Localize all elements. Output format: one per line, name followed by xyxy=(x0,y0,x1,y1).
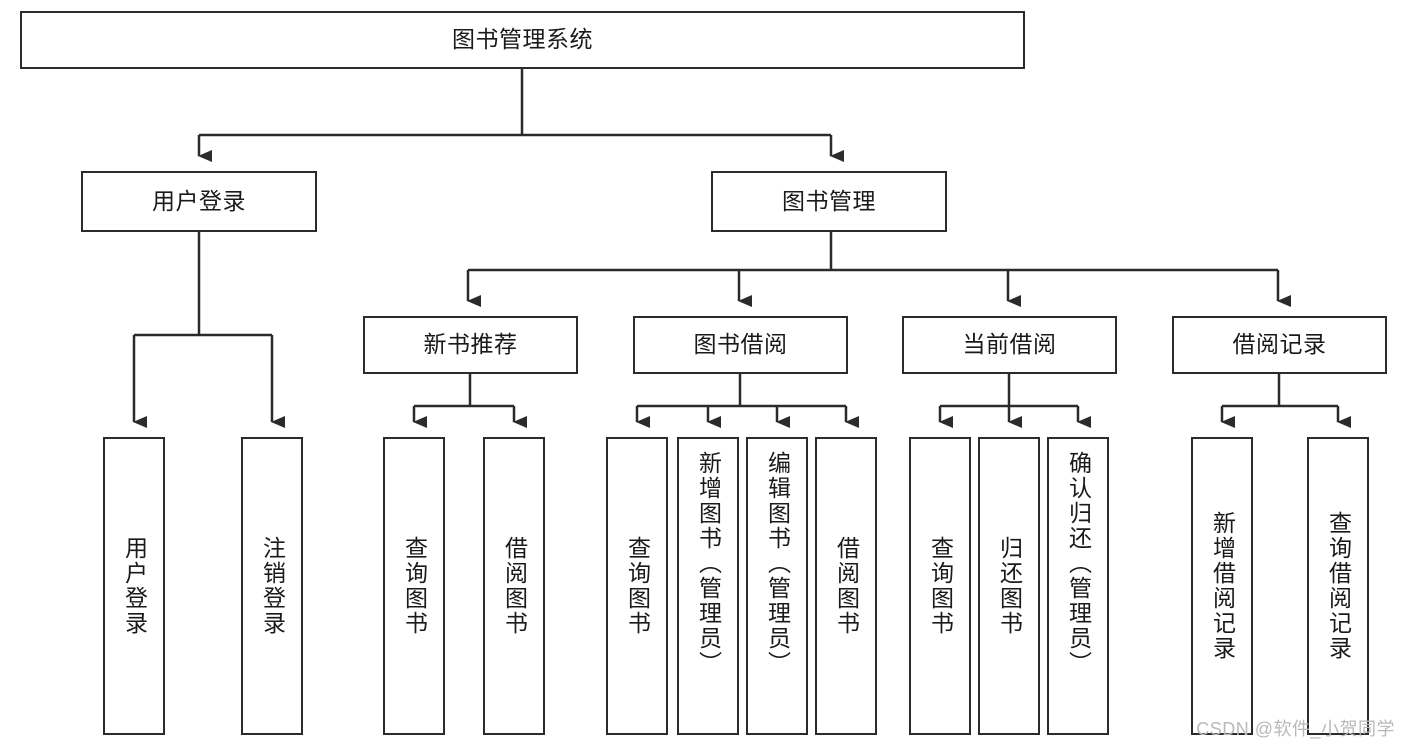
node-new-book-recommend[interactable]: 新书推荐 xyxy=(363,316,578,374)
node-borrow-record-label: 借阅记录 xyxy=(1232,331,1327,358)
node-root-label: 图书管理系统 xyxy=(452,26,593,53)
node-root[interactable]: 图书管理系统 xyxy=(20,11,1025,69)
node-leaf-confirm-return-admin[interactable]: 确认归还（管理员） xyxy=(1047,437,1109,735)
node-leaf-borrow-book-1-label: 借阅图书 xyxy=(501,536,528,636)
node-leaf-user-login-label: 用户登录 xyxy=(121,536,148,636)
node-leaf-query-book-2[interactable]: 查询图书 xyxy=(606,437,668,735)
node-leaf-add-book-admin[interactable]: 新增图书（管理员） xyxy=(677,437,739,735)
node-leaf-query-borrow-record-label: 查询借阅记录 xyxy=(1325,511,1352,661)
node-leaf-query-book-3[interactable]: 查询图书 xyxy=(909,437,971,735)
node-book-management-label: 图书管理 xyxy=(782,187,876,214)
node-book-borrow[interactable]: 图书借阅 xyxy=(633,316,848,374)
node-leaf-borrow-book-2-label: 借阅图书 xyxy=(833,536,860,636)
node-book-management[interactable]: 图书管理 xyxy=(711,171,947,232)
node-leaf-add-book-admin-label: 新增图书（管理员） xyxy=(695,451,722,676)
node-leaf-query-book-1-label: 查询图书 xyxy=(401,536,428,636)
node-user-login-label: 用户登录 xyxy=(152,187,246,214)
node-new-book-recommend-label: 新书推荐 xyxy=(423,331,518,358)
node-borrow-record[interactable]: 借阅记录 xyxy=(1172,316,1387,374)
node-leaf-user-login[interactable]: 用户登录 xyxy=(103,437,165,735)
node-leaf-return-book-label: 归还图书 xyxy=(996,536,1023,636)
node-leaf-add-borrow-record[interactable]: 新增借阅记录 xyxy=(1191,437,1253,735)
node-leaf-borrow-book-1[interactable]: 借阅图书 xyxy=(483,437,545,735)
node-book-borrow-label: 图书借阅 xyxy=(693,331,788,358)
node-leaf-add-borrow-record-label: 新增借阅记录 xyxy=(1209,511,1236,661)
node-leaf-confirm-return-admin-label: 确认归还（管理员） xyxy=(1065,451,1092,676)
node-leaf-edit-book-admin-label: 编辑图书（管理员） xyxy=(764,451,791,676)
node-leaf-edit-book-admin[interactable]: 编辑图书（管理员） xyxy=(746,437,808,735)
node-leaf-query-borrow-record[interactable]: 查询借阅记录 xyxy=(1307,437,1369,735)
node-leaf-logout-login[interactable]: 注销登录 xyxy=(241,437,303,735)
node-user-login[interactable]: 用户登录 xyxy=(81,171,317,232)
csdn-watermark: CSDN @软件_小贺同学 xyxy=(1196,719,1395,739)
node-leaf-query-book-3-label: 查询图书 xyxy=(927,536,954,636)
node-leaf-query-book-1[interactable]: 查询图书 xyxy=(383,437,445,735)
node-leaf-return-book[interactable]: 归还图书 xyxy=(978,437,1040,735)
node-current-borrow[interactable]: 当前借阅 xyxy=(902,316,1117,374)
node-leaf-borrow-book-2[interactable]: 借阅图书 xyxy=(815,437,877,735)
node-current-borrow-label: 当前借阅 xyxy=(962,331,1057,358)
node-leaf-logout-login-label: 注销登录 xyxy=(259,536,286,636)
node-leaf-query-book-2-label: 查询图书 xyxy=(624,536,651,636)
